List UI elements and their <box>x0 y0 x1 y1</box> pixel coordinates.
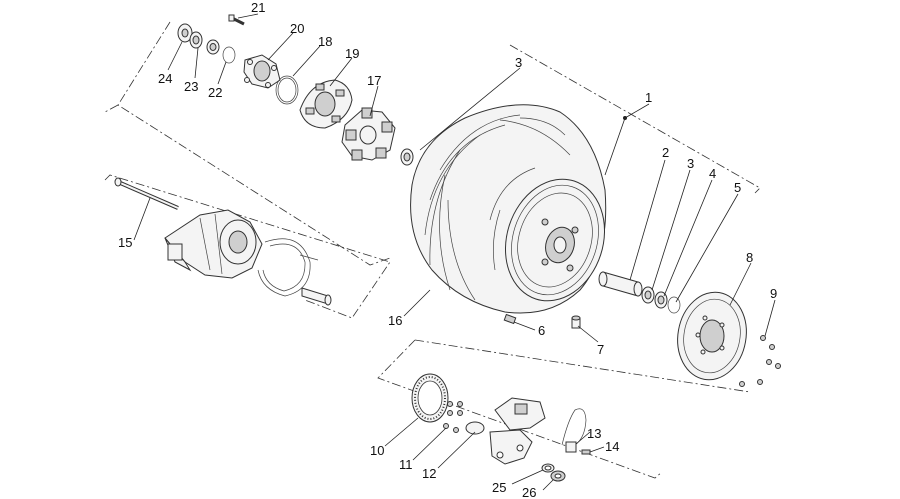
callout-21: 21 <box>251 0 265 15</box>
seal-part-4 <box>654 291 668 309</box>
callout-14: 14 <box>605 439 619 454</box>
callout-4: 4 <box>709 166 716 181</box>
callout-2: 2 <box>662 145 669 160</box>
bearing-part-3-left <box>400 148 414 166</box>
bolt-part-21 <box>228 14 245 26</box>
callout-16: 16 <box>388 313 402 328</box>
washer-part-25 <box>541 463 555 473</box>
rim-part-1 <box>489 167 606 302</box>
leader-lines <box>133 13 776 491</box>
group-outline-caliper-top <box>414 339 751 393</box>
brake-caliper-part-12 <box>465 397 546 465</box>
group-outline-final-drive <box>104 174 391 319</box>
callout-6: 6 <box>538 323 545 338</box>
callout-24: 24 <box>158 71 172 86</box>
callout-20: 20 <box>290 21 304 36</box>
circlip-part-5 <box>667 296 681 314</box>
callout-8: 8 <box>746 250 753 265</box>
callout-5: 5 <box>734 180 741 195</box>
o-ring-part-18 <box>275 75 299 105</box>
axle-part <box>114 177 179 210</box>
valve-part-6 <box>503 313 517 325</box>
bearing-part-3-right <box>641 286 655 304</box>
callout-1: 1 <box>645 90 652 105</box>
callout-15: 15 <box>118 235 132 250</box>
group-outline-hub-kit-bottom <box>104 104 119 113</box>
valve-cap-part-7 <box>571 315 581 329</box>
callout-9: 9 <box>770 286 777 301</box>
callout-23: 23 <box>184 79 198 94</box>
spacer-part-2 <box>598 271 643 297</box>
group-outline-wheel <box>509 44 761 194</box>
circlip-part <box>222 46 236 64</box>
callout-19: 19 <box>345 46 359 61</box>
brake-disc-part-8 <box>677 291 747 381</box>
callout-12: 12 <box>422 466 436 481</box>
callout-18: 18 <box>318 34 332 49</box>
final-drive-housing <box>164 209 263 279</box>
abs-sensor-part-13 <box>561 408 587 453</box>
callout-11: 11 <box>399 457 413 472</box>
callout-22: 22 <box>208 85 222 100</box>
callout-3-right: 3 <box>687 156 694 171</box>
disc-bolts-part-9 <box>739 335 781 387</box>
callout-10: 10 <box>370 443 384 458</box>
bolts-part-11 <box>443 401 463 433</box>
drive-spacer <box>301 287 332 306</box>
coupling-plate-part-19 <box>299 79 353 129</box>
callout-13: 13 <box>587 426 601 441</box>
bearing-part-23 <box>189 31 203 49</box>
callout-7: 7 <box>597 342 604 357</box>
nut-part-26 <box>550 470 566 482</box>
callout-3-top: 3 <box>515 55 522 70</box>
callout-26: 26 <box>522 485 536 499</box>
cush-drive-rubber-part-17 <box>341 107 396 161</box>
bearing-part-24 <box>177 23 193 43</box>
flange-part-20 <box>243 54 281 89</box>
abs-tone-ring-part-10 <box>411 373 449 423</box>
callout-17: 17 <box>367 73 381 88</box>
bushing-part-22 <box>206 39 220 55</box>
callout-25: 25 <box>492 480 506 495</box>
drive-cover-plate <box>257 238 319 297</box>
bolt-part-14 <box>581 449 591 455</box>
